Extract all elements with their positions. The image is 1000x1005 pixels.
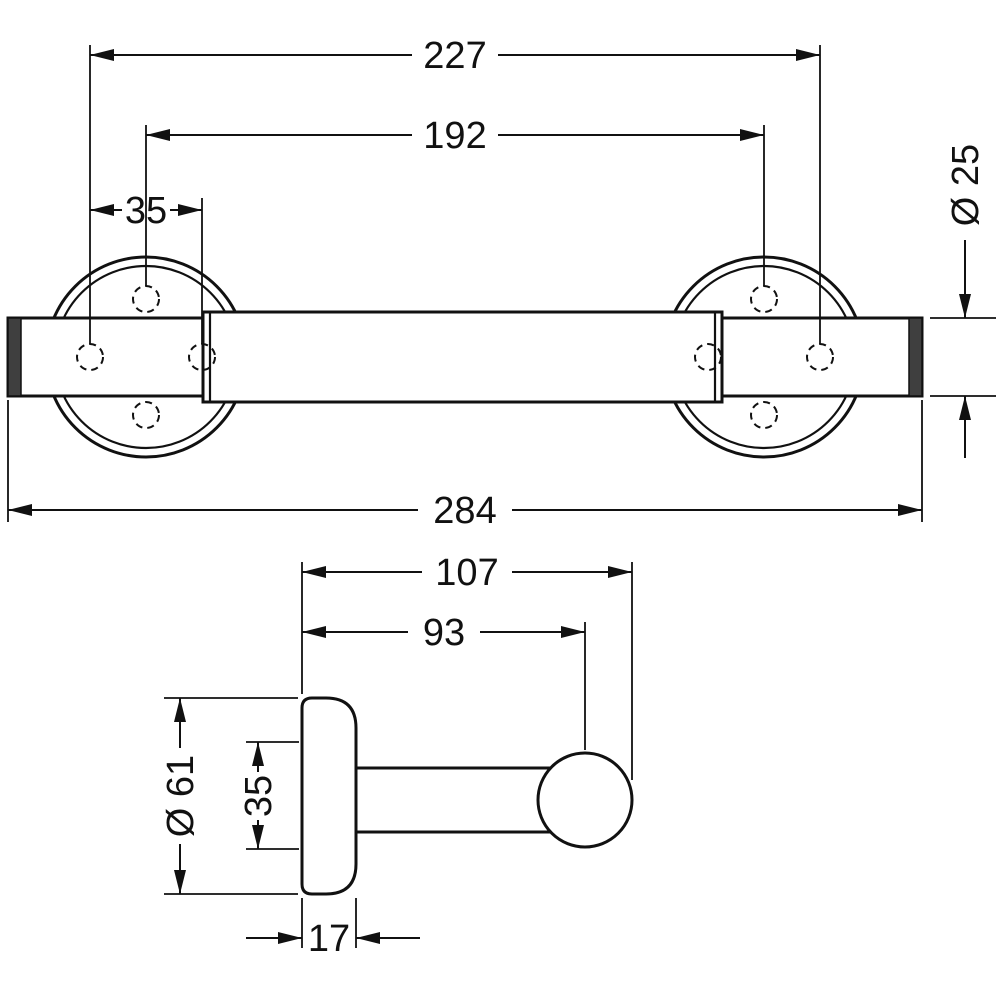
dim-dia61-label: Ø 61: [160, 755, 202, 837]
dim-284-label: 284: [433, 490, 496, 532]
dim-dia25: Ø 25: [930, 144, 996, 458]
dim-227: 227: [89, 35, 821, 344]
grip-sleeve: [201, 310, 724, 404]
dim-93-label: 93: [423, 612, 465, 654]
bar-left-endcap: [7, 317, 22, 397]
dim-dia61: Ø 61: [160, 697, 298, 895]
dim-35-side: 35: [238, 741, 299, 850]
dim-227-label: 227: [423, 35, 486, 77]
dim-192: 192: [145, 115, 765, 286]
dim-35-side-label: 35: [238, 775, 280, 817]
bar-end-circle: [536, 751, 634, 849]
screw-hole: [694, 343, 722, 371]
wall-plate-profile: [300, 696, 358, 896]
side-view: 107 93 Ø 61 35: [160, 552, 634, 960]
dim-192-label: 192: [423, 115, 486, 157]
bar-right-endcap: [908, 317, 923, 397]
dim-35-front-label: 35: [125, 190, 167, 232]
dim-35-front: 35: [90, 190, 203, 344]
dim-107: 107: [301, 552, 633, 780]
dim-107-label: 107: [435, 552, 498, 594]
dim-93: 93: [302, 612, 586, 750]
screw-hole: [750, 401, 778, 429]
dim-17-label: 17: [308, 918, 350, 960]
dim-284: 284: [7, 400, 923, 532]
dim-17: 17: [246, 898, 420, 960]
dim-dia25-label: Ø 25: [945, 144, 987, 226]
front-view: 227 192 35 Ø 25: [6, 35, 996, 532]
screw-hole: [132, 401, 160, 429]
